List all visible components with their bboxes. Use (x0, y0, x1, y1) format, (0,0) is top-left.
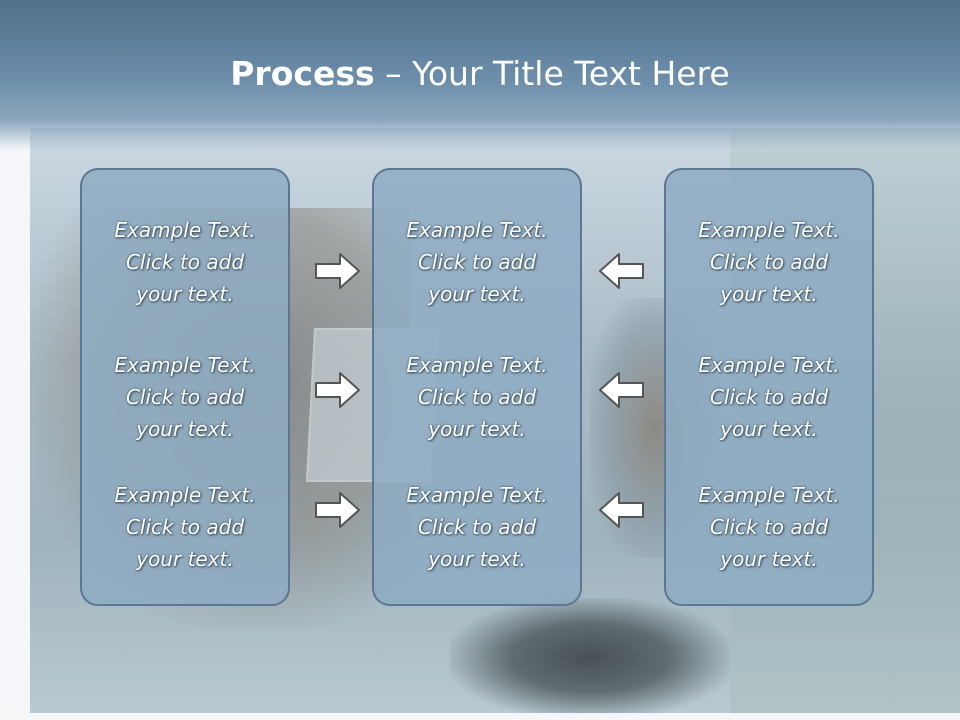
text-line: Click to add (417, 250, 537, 274)
text-block[interactable]: Example Text. Click to add your text. (666, 214, 872, 310)
text-line: Example Text. (406, 483, 548, 507)
text-block[interactable]: Example Text. Click to add your text. (82, 214, 288, 310)
text-line: Click to add (125, 385, 245, 409)
text-block[interactable]: Example Text. Click to add your text. (82, 349, 288, 445)
text-line: Click to add (709, 385, 829, 409)
text-line: Click to add (709, 515, 829, 539)
text-line: your text. (720, 417, 818, 441)
process-panel-left[interactable]: Example Text. Click to add your text. Ex… (80, 168, 290, 606)
arrow-left-icon (599, 372, 644, 408)
bg-shape (450, 598, 730, 713)
title-strong: Process (230, 54, 375, 93)
text-block[interactable]: Example Text. Click to add your text. (374, 214, 580, 310)
title-bar (0, 0, 960, 150)
text-line: Click to add (709, 250, 829, 274)
text-line: Click to add (125, 515, 245, 539)
text-line: your text. (136, 282, 234, 306)
text-line: Example Text. (698, 353, 840, 377)
process-panel-center[interactable]: Example Text. Click to add your text. Ex… (372, 168, 582, 606)
arrow-right-icon (315, 492, 360, 528)
text-line: your text. (428, 417, 526, 441)
arrow-right-icon (315, 253, 360, 289)
arrow-right-icon (315, 372, 360, 408)
text-line: Example Text. (114, 218, 256, 242)
arrow-left-icon (599, 492, 644, 528)
text-line: your text. (720, 547, 818, 571)
text-block[interactable]: Example Text. Click to add your text. (666, 349, 872, 445)
text-line: your text. (428, 547, 526, 571)
slide-title[interactable]: Process – Your Title Text Here (0, 52, 960, 96)
text-block[interactable]: Example Text. Click to add your text. (374, 349, 580, 445)
arrow-left-icon (599, 253, 644, 289)
process-panel-right[interactable]: Example Text. Click to add your text. Ex… (664, 168, 874, 606)
text-block[interactable]: Example Text. Click to add your text. (666, 479, 872, 575)
text-line: your text. (720, 282, 818, 306)
text-block[interactable]: Example Text. Click to add your text. (82, 479, 288, 575)
text-line: Example Text. (406, 218, 548, 242)
text-line: your text. (428, 282, 526, 306)
text-line: Example Text. (406, 353, 548, 377)
text-line: Click to add (417, 385, 537, 409)
text-line: Example Text. (698, 483, 840, 507)
text-line: Click to add (125, 250, 245, 274)
text-line: your text. (136, 547, 234, 571)
text-line: Example Text. (114, 483, 256, 507)
text-block[interactable]: Example Text. Click to add your text. (374, 479, 580, 575)
text-line: your text. (136, 417, 234, 441)
title-rest: – Your Title Text Here (374, 54, 730, 93)
text-line: Example Text. (114, 353, 256, 377)
text-line: Example Text. (698, 218, 840, 242)
text-line: Click to add (417, 515, 537, 539)
